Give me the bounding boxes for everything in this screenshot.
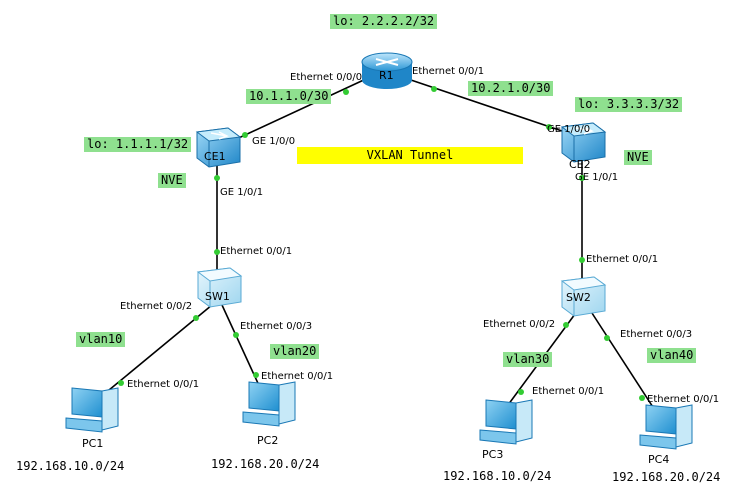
port-dot xyxy=(579,175,585,181)
pc2-subnet: 192.168.20.0/24 xyxy=(211,457,320,471)
access-switch-icon xyxy=(560,276,607,317)
pc1-port: Ethernet 0/0/1 xyxy=(127,379,200,390)
pc-icon xyxy=(479,399,533,445)
pc4-subnet: 192.168.20.0/24 xyxy=(612,470,721,484)
ce2-loopback-label: lo: 3.3.3.3/32 xyxy=(575,97,683,112)
pc3-port: Ethernet 0/0/1 xyxy=(532,386,605,397)
ce-switch-icon xyxy=(560,122,607,163)
link-left-subnet: 10.1.1.0/30 xyxy=(246,89,332,104)
link-sw1-pc2 xyxy=(221,304,263,393)
port-dot xyxy=(118,380,124,386)
port-dot xyxy=(579,257,585,263)
sw2-vlan-b: vlan40 xyxy=(647,348,697,363)
pc4-port: Ethernet 0/0/1 xyxy=(647,394,720,405)
link-r1-ce2 xyxy=(404,77,566,133)
r1-name: R1 xyxy=(379,69,394,82)
sw2-port-b: Ethernet 0/0/3 xyxy=(620,329,693,340)
sw2-name: SW2 xyxy=(566,291,591,304)
port-dot xyxy=(193,315,199,321)
pc-icon xyxy=(639,404,693,450)
sw1-name: SW1 xyxy=(205,290,230,303)
ce1-downlink-port: GE 1/0/1 xyxy=(220,187,264,198)
port-dot xyxy=(214,249,220,255)
sw2-vlan-a: vlan30 xyxy=(503,352,553,367)
port-dot xyxy=(253,372,259,378)
port-dot xyxy=(546,124,552,130)
sw1-vlan-a: vlan10 xyxy=(76,332,126,347)
port-dot xyxy=(214,175,220,181)
ce2-nve-label: NVE xyxy=(624,150,652,165)
access-switch-icon xyxy=(196,267,243,308)
link-sw2-pc4 xyxy=(589,309,661,419)
port-dot xyxy=(233,332,239,338)
ce1-name: CE1 xyxy=(204,150,226,163)
port-dot xyxy=(518,389,524,395)
r1-port-right: Ethernet 0/0/1 xyxy=(412,66,485,77)
pc2-port: Ethernet 0/0/1 xyxy=(261,371,334,382)
link-r1-ce1 xyxy=(229,77,369,143)
pc3-name: PC3 xyxy=(482,448,504,461)
pc3-subnet: 192.168.10.0/24 xyxy=(443,469,552,483)
port-dot xyxy=(639,395,645,401)
port-dot xyxy=(563,322,569,328)
r1-loopback-label: lo: 2.2.2.2/32 xyxy=(330,14,438,29)
ce2-uplink-port: GE 1/0/0 xyxy=(547,124,591,135)
sw1-port-a: Ethernet 0/0/2 xyxy=(120,301,193,312)
port-dot xyxy=(343,89,349,95)
pc4-name: PC4 xyxy=(648,453,670,466)
pc2-name: PC2 xyxy=(257,434,279,447)
pc-icon xyxy=(65,387,119,433)
pc1-name: PC1 xyxy=(82,437,104,450)
port-dot xyxy=(604,335,610,341)
sw2-port-a: Ethernet 0/0/2 xyxy=(483,319,556,330)
ce2-name: CE2 xyxy=(569,158,591,171)
port-dot xyxy=(242,132,248,138)
pc1-subnet: 192.168.10.0/24 xyxy=(16,459,125,473)
ce1-nve-label: NVE xyxy=(158,173,186,188)
vxlan-tunnel-label: VXLAN Tunnel xyxy=(297,147,523,164)
sw1-port-b: Ethernet 0/0/3 xyxy=(240,321,313,332)
ce-switch-icon xyxy=(195,127,242,168)
r1-port-left: Ethernet 0/0/0 xyxy=(290,72,363,83)
ce1-loopback-label: lo: 1.1.1.1/32 xyxy=(84,137,192,152)
sw2-uplink-port: Ethernet 0/0/1 xyxy=(586,254,659,265)
ce2-downlink-port: GE 1/0/1 xyxy=(575,172,619,183)
port-dot xyxy=(431,86,437,92)
link-right-subnet: 10.2.1.0/30 xyxy=(468,81,554,96)
ce1-uplink-port: GE 1/0/0 xyxy=(252,136,296,147)
pc-icon xyxy=(242,381,296,427)
sw1-vlan-b: vlan20 xyxy=(270,344,320,359)
router-icon xyxy=(361,52,413,89)
sw1-uplink-port: Ethernet 0/0/1 xyxy=(220,246,293,257)
